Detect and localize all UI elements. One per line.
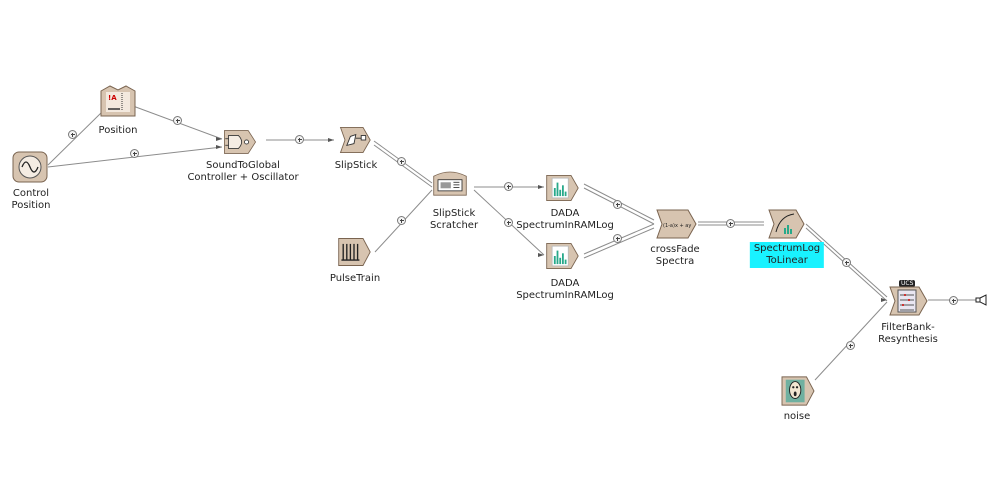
node-label: Control Position bbox=[11, 188, 51, 211]
node-label: Position bbox=[98, 125, 138, 136]
ucs-badge: UCS bbox=[899, 280, 916, 287]
node-label: SlipStick Scratcher bbox=[429, 208, 479, 231]
wire-gain-knob[interactable] bbox=[295, 135, 304, 144]
node-label: PulseTrain bbox=[329, 273, 381, 284]
wire-gain-knob[interactable] bbox=[846, 341, 855, 350]
spectrum-bars-icon[interactable] bbox=[544, 172, 580, 204]
wire-gain-knob[interactable] bbox=[173, 116, 182, 125]
node-label: SoundToGlobal Controller + Oscillator bbox=[187, 160, 299, 183]
wire-gain-knob[interactable] bbox=[504, 182, 513, 191]
svg-text:!A: !A bbox=[108, 94, 117, 102]
wire-gain-knob[interactable] bbox=[397, 216, 406, 225]
spectrum-bars-icon[interactable] bbox=[544, 240, 580, 272]
gate-logic-icon[interactable] bbox=[222, 126, 258, 158]
scream-face-icon[interactable] bbox=[779, 375, 817, 407]
node-label-selected: SpectrumLog ToLinear bbox=[749, 242, 825, 268]
wire-gain-knob[interactable] bbox=[842, 258, 851, 267]
wire-gain-knob[interactable] bbox=[613, 234, 622, 243]
wire-gain-knob[interactable] bbox=[726, 219, 735, 228]
log-curve-icon[interactable] bbox=[764, 208, 806, 240]
wire-gain-knob[interactable] bbox=[130, 149, 139, 158]
wire-gain-knob[interactable] bbox=[949, 296, 958, 305]
svg-text:(1-a)x + ay: (1-a)x + ay bbox=[663, 223, 691, 229]
node-label: DADA SpectrumInRAMLog bbox=[516, 278, 614, 301]
crossfade-formula-icon[interactable]: (1-a)x + ay bbox=[654, 208, 698, 240]
node-label: FilterBank- Resynthesis bbox=[878, 322, 938, 345]
pulse-train-icon[interactable] bbox=[336, 236, 372, 268]
wire-gain-knob[interactable] bbox=[504, 218, 513, 227]
node-label: DADA SpectrumInRAMLog bbox=[516, 208, 614, 231]
hand-bow-icon[interactable] bbox=[336, 124, 372, 156]
sine-wave-icon[interactable] bbox=[12, 151, 48, 183]
node-label: noise bbox=[783, 411, 811, 422]
position-meter-icon[interactable]: !A bbox=[100, 85, 136, 117]
speaker-icon[interactable] bbox=[975, 294, 989, 306]
filterbank-icon[interactable] bbox=[887, 285, 929, 317]
scratcher-device-icon[interactable] bbox=[432, 168, 468, 200]
node-label: SlipStick bbox=[334, 160, 378, 171]
wire-gain-knob[interactable] bbox=[613, 200, 622, 209]
node-label: crossFade Spectra bbox=[650, 244, 700, 267]
wire-gain-knob[interactable] bbox=[68, 130, 77, 139]
wire-gain-knob[interactable] bbox=[397, 157, 406, 166]
